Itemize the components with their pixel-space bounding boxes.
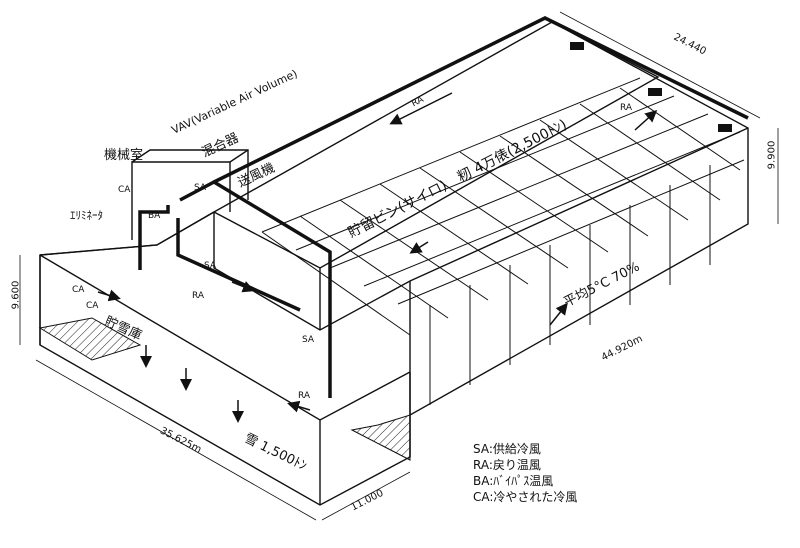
flow-arrows	[97, 92, 658, 423]
hatched-floor	[38, 317, 411, 461]
ra-tag-right: RA	[620, 103, 633, 113]
silo-grid	[261, 77, 745, 336]
machine-room-label: 機械室	[104, 148, 144, 163]
ra-tag-lower: RA	[298, 391, 311, 401]
sa-tag-low: SA	[302, 335, 315, 345]
sa-tag-room: SA	[194, 183, 207, 193]
legend-ba: BA:ﾊﾞｲﾊﾟｽ温風	[473, 474, 554, 488]
silo-front-posts	[429, 165, 711, 405]
ba-tag: BA	[148, 211, 161, 221]
building-outline	[39, 21, 749, 506]
ra-tag-mid: RA	[192, 291, 205, 301]
legend-ca: CA:冷やされた冷風	[473, 490, 578, 504]
eliminator-label: ｴﾘﾐﾈｰﾀ	[70, 209, 103, 222]
legend-ra: RA:戻り温風	[473, 458, 541, 472]
dimension-lines	[19, 11, 779, 521]
dim-height-right: 9.900	[766, 140, 778, 170]
ca-tag-left: CA	[72, 285, 85, 295]
sa-tag-mid: SA	[204, 261, 217, 271]
ca-tag-room: CA	[118, 185, 131, 195]
legend: SA:供給冷風 RA:戻り温風 BA:ﾊﾞｲﾊﾟｽ温風 CA:冷やされた冷風	[473, 441, 577, 505]
legend-sa: SA:供給冷風	[473, 442, 541, 456]
air-ducts	[138, 16, 749, 398]
dim-height-left: 9.600	[10, 280, 22, 310]
vents	[570, 42, 732, 132]
ca-tag-lower: CA	[86, 301, 99, 311]
